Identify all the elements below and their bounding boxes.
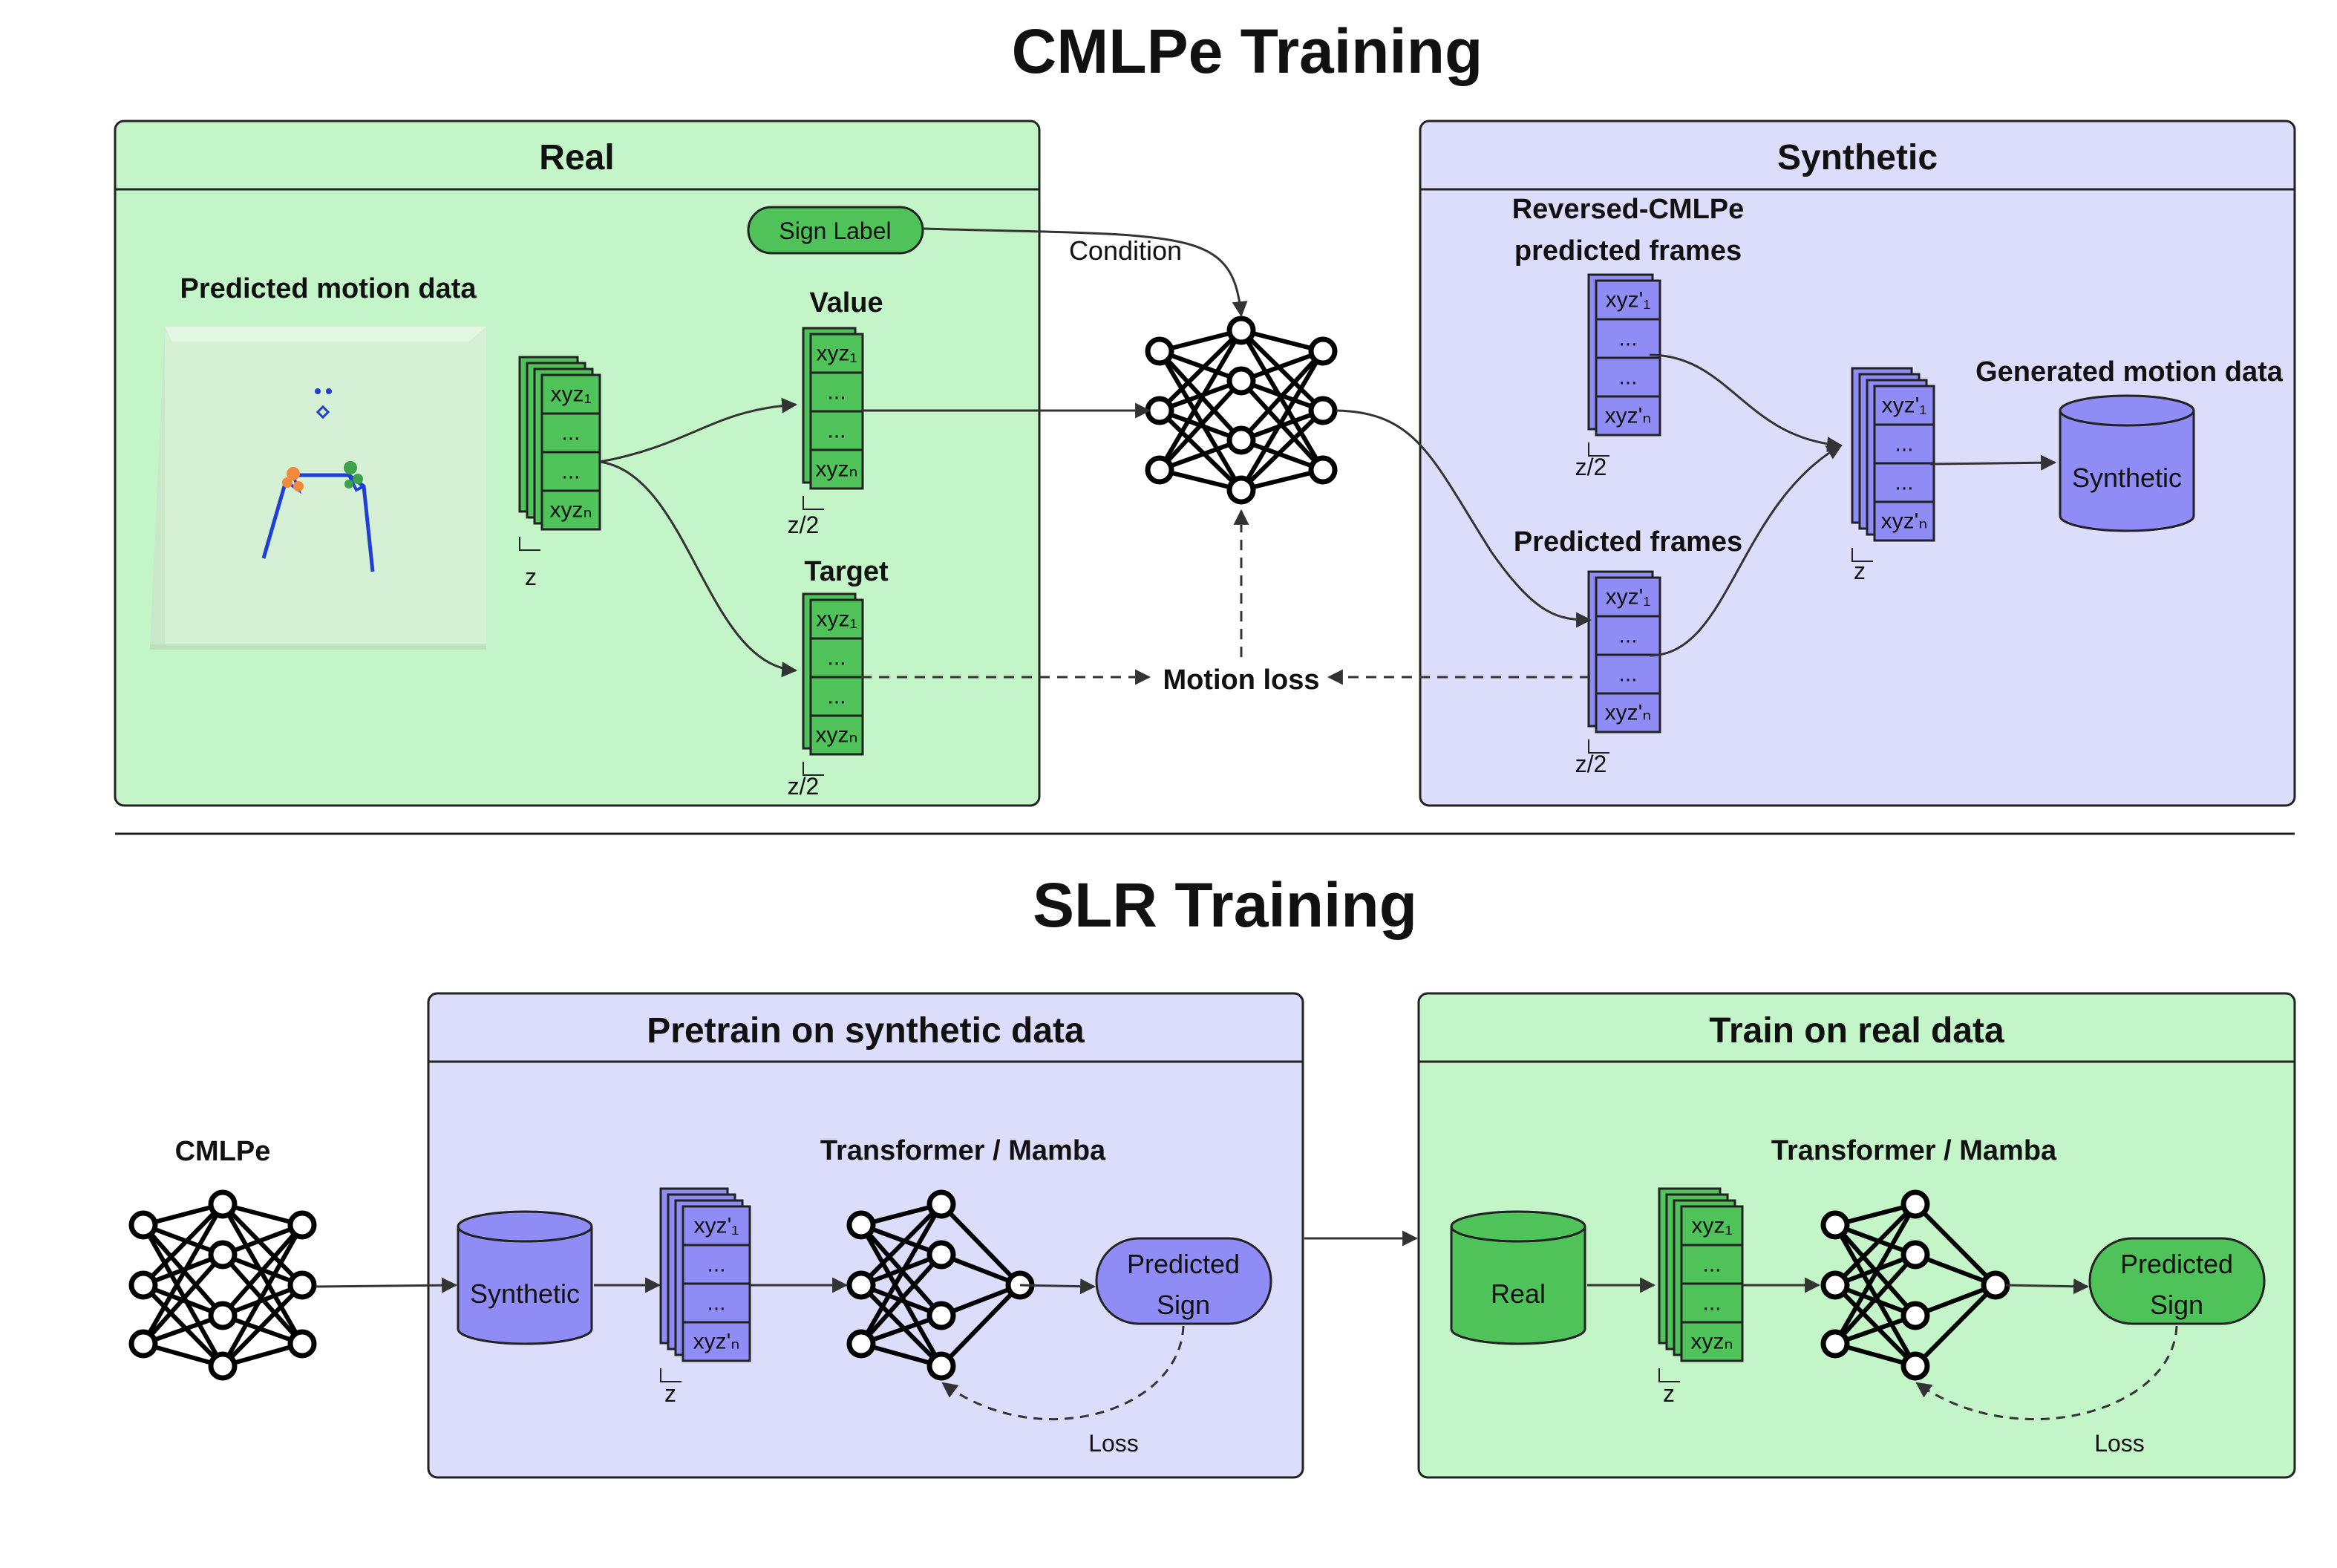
frame-cell: ...	[1895, 431, 1913, 456]
predicted-frames-stack: xyz'₁...... xyz'ₙ z/2	[1575, 570, 1661, 777]
synthetic-database: Synthetic	[2059, 394, 2195, 532]
top-connectors	[599, 227, 2057, 685]
reversed-cmlpe-label-line2: predicted frames	[1514, 235, 1742, 267]
motion-skeleton-view	[150, 327, 486, 650]
frame-cell: ...	[561, 420, 580, 445]
value-label: Value	[809, 287, 883, 318]
slr-training-title: SLR Training	[1033, 870, 1417, 940]
target-label: Target	[804, 556, 889, 587]
synthetic-panel-header: Synthetic	[1777, 138, 1938, 177]
generated-motion-label: Generated motion data	[1975, 356, 2284, 388]
dimension-label: z/2	[1575, 454, 1607, 480]
target-frames-stack: xyz₁...... xyzₙ z/2	[788, 592, 864, 800]
real-training-panel: Train on real data Transformer / Mamba R…	[1417, 992, 2296, 1479]
real-db-label: Real	[1491, 1278, 1546, 1309]
real-training-frames-stack: xyz₁...... xyzₙ z	[1658, 1187, 1744, 1407]
generated-frames-stack: xyz'₁...... xyz'ₙ z	[1851, 367, 1935, 584]
real-output-line1: Predicted	[2120, 1249, 2233, 1279]
dimension-label: z	[1854, 558, 1866, 584]
pretrain-output-line2: Sign	[1157, 1290, 1210, 1320]
frame-cell: xyz'ₙ	[1881, 509, 1928, 533]
cmlpe-bottom-network-icon	[128, 1189, 317, 1381]
frame-cell: ...	[1618, 365, 1637, 389]
reversed-cmlpe-label-line1: Reversed-CMLPe	[1512, 194, 1745, 225]
real-database: Real	[1450, 1210, 1586, 1345]
dimension-label: z	[664, 1380, 676, 1407]
frame-cell: xyzₙ	[550, 497, 592, 522]
pretrain-model-label: Transformer / Mamba	[820, 1135, 1106, 1166]
pretrain-loss-label: Loss	[1088, 1430, 1139, 1457]
real-motion-frames-stack: xyz₁...... xyzₙ z	[518, 356, 601, 590]
frame-cell: xyz'ₙ	[1605, 403, 1652, 428]
sign-label-text: Sign Label	[779, 218, 891, 244]
motion-loss-label: Motion loss	[1163, 664, 1319, 696]
synthetic-database-label: Synthetic	[2072, 463, 2182, 493]
dimension-label: z/2	[1575, 751, 1607, 777]
reversed-frames-stack: xyz'₁...... xyz'ₙ z/2	[1575, 273, 1661, 480]
real-model-label: Transformer / Mamba	[1771, 1135, 2057, 1166]
real-output-line2: Sign	[2150, 1290, 2203, 1320]
frame-cell: xyzₙ	[816, 457, 858, 481]
frame-cell: ...	[1895, 470, 1913, 494]
frame-cell: ...	[827, 418, 846, 442]
frame-cell: ...	[1618, 662, 1637, 686]
frame-cell: xyzₙ	[816, 722, 858, 747]
frame-cell: ...	[707, 1290, 725, 1315]
frame-cell: xyz'ₙ	[1605, 700, 1652, 725]
frame-cell: ...	[707, 1252, 725, 1276]
frame-cell: ...	[827, 379, 846, 404]
dimension-label: z	[1663, 1380, 1675, 1407]
real-panel-header: Real	[539, 138, 614, 177]
cmlpe-training-title: CMLPe Training	[1012, 16, 1483, 86]
dimension-label: z/2	[788, 773, 820, 800]
value-frames-stack: xyz₁...... xyzₙ z/2	[788, 327, 864, 538]
frame-cell: ...	[827, 645, 846, 670]
frame-cell: xyz'₁	[1606, 584, 1651, 609]
real-loss-label: Loss	[2094, 1430, 2145, 1457]
condition-label: Condition	[1069, 235, 1182, 266]
predicted-motion-label: Predicted motion data	[180, 273, 477, 304]
frame-cell: xyz'₁	[1606, 287, 1651, 312]
frame-cell: ...	[1702, 1290, 1721, 1315]
pretrain-frames-stack: xyz'₁...... xyz'ₙ z	[659, 1187, 751, 1407]
sign-label-node: Sign Label	[747, 206, 924, 255]
frame-cell: xyzₙ	[1691, 1329, 1733, 1353]
cmlpe-label: CMLPe	[175, 1136, 271, 1167]
frame-cell: ...	[561, 459, 580, 483]
pretrain-network-icon	[846, 1189, 1035, 1381]
real-training-network-icon	[1820, 1189, 2010, 1381]
frame-cell: xyz'ₙ	[693, 1329, 740, 1353]
frame-cell: xyz'₁	[694, 1213, 739, 1238]
dimension-label: z/2	[788, 512, 820, 538]
frame-cell: xyz₁	[550, 382, 591, 406]
real-training-panel-header: Train on real data	[1709, 1011, 2004, 1051]
cmlpe-network-icon	[1145, 316, 1338, 505]
frame-cell: xyz₁	[816, 341, 857, 365]
frame-cell: xyz'₁	[1882, 393, 1927, 417]
bottom-connectors	[315, 1230, 2178, 1421]
frame-cell: xyz₁	[1691, 1213, 1732, 1238]
dimension-label: z	[525, 564, 537, 590]
frame-cell: ...	[1618, 326, 1637, 350]
predicted-frames-label: Predicted frames	[1514, 526, 1742, 558]
pretrain-output-node: Predicted Sign	[1095, 1237, 1272, 1325]
real-output-node: Predicted Sign	[2088, 1237, 2266, 1325]
pretrain-panel-header: Pretrain on synthetic data	[647, 1011, 1085, 1051]
frame-cell: ...	[1618, 623, 1637, 647]
pretrain-synthetic-database: Synthetic	[457, 1210, 593, 1345]
pretrain-db-label: Synthetic	[470, 1278, 580, 1309]
frame-cell: xyz₁	[816, 607, 857, 631]
pretrain-output-line1: Predicted	[1127, 1249, 1240, 1279]
frame-cell: ...	[1702, 1252, 1721, 1276]
frame-cell: ...	[827, 684, 846, 708]
